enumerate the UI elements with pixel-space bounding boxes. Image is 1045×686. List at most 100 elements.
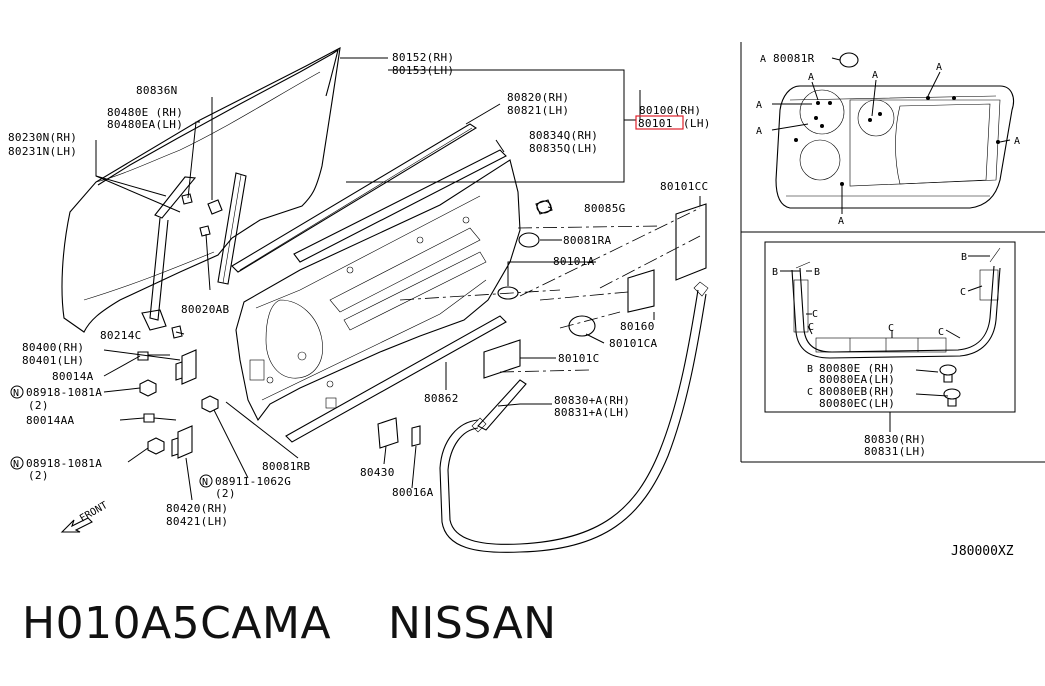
inset-a-marker-1: A (756, 100, 762, 111)
upper-hinge (175, 349, 197, 385)
seal-cap-80101ca (568, 315, 596, 337)
part-number-caption: H010A5CAMA (22, 598, 332, 649)
label-80101-highlighted: 80101 (638, 117, 673, 130)
label-80101c: 80101C (558, 352, 600, 365)
label-80430: 80430 (360, 466, 395, 479)
pad-80160 (627, 269, 655, 313)
clip-80214c (171, 325, 183, 339)
n-symbol-08911: N (199, 474, 213, 488)
inset-b-label-80831: 80831(LH) (864, 445, 926, 458)
bolt-80016a (411, 425, 421, 447)
label-08911: 08911-1062G (215, 475, 291, 488)
door-inner-frame (235, 159, 521, 422)
inset-a-marker-4: A (872, 70, 878, 81)
clip-80480e (181, 193, 193, 205)
lower-sealing-strip (285, 315, 507, 443)
door-outer-panel-fold (83, 71, 321, 301)
inset-b-weatherstrip (791, 265, 1001, 359)
label-08918-upper: 08918-1081A (26, 386, 102, 399)
label-80214c: 80214C (100, 329, 142, 342)
check-link (477, 379, 527, 431)
label-80401: 80401(LH) (22, 354, 84, 367)
label-80480e: 80480E (RH) (107, 106, 183, 119)
inner-moulding (293, 149, 507, 263)
inset-b-marker-b1: B (772, 267, 778, 278)
regulator-bracket (141, 309, 167, 331)
label-08918-lower: 08918-1081A (26, 457, 102, 470)
label-80830a: 80830+A(RH) (554, 394, 630, 407)
nut-08911 (201, 395, 219, 413)
window-frame-trim (97, 48, 339, 186)
clip-80020ab (199, 225, 211, 237)
label-80020ab: 80020AB (181, 303, 230, 316)
label-08918-upper-qty: (2) (28, 399, 49, 412)
label-80836n: 80836N (136, 84, 178, 97)
label-08918-lower-qty: (2) (28, 469, 49, 482)
clip-80836n (207, 199, 223, 215)
brand-caption: NISSAN (388, 598, 557, 649)
label-80085g: 80085G (584, 202, 626, 215)
label-80101-lh: (LH) (683, 117, 711, 130)
label-80081ra: 80081RA (563, 234, 612, 247)
inset-a-marker-3: A (808, 72, 814, 83)
inset-b-panel: B B B C C C C C B 80080E (RH) 80080EA(LH… (764, 241, 1016, 458)
label-80834q: 80834Q(RH) (529, 129, 598, 142)
main-exploded-view: FRONT N N N 80152(RH) 80153(LH) 80836N 8… (8, 47, 711, 553)
svg-text:N: N (13, 388, 19, 399)
inset-b-label-80080eb: 80080EB(RH) (819, 385, 895, 398)
nut-08918-lower (147, 437, 165, 455)
label-08911-qty: (2) (215, 487, 236, 500)
inset-b-label-80830: 80830(RH) (864, 433, 926, 446)
window-channel (149, 176, 197, 321)
inset-b-marker-c5: C (938, 327, 944, 338)
inset-b-marker-c4: C (888, 323, 894, 334)
inset-b-key-80080e: B (807, 364, 813, 375)
label-80421: 80421(LH) (166, 515, 228, 528)
label-80100: 80100(RH) (639, 104, 701, 117)
label-80831a: 80831+A(LH) (554, 406, 630, 419)
label-80230n: 80230N(RH) (8, 131, 77, 144)
highlight-80101 (635, 115, 684, 130)
inset-a-marker-7: A (1014, 136, 1020, 147)
n-symbol-lower: N (10, 456, 24, 470)
pad-80101cc (675, 203, 707, 281)
inset-b-marker-c1: C (960, 287, 966, 298)
outer-moulding (231, 123, 478, 273)
inset-a-marker-5: A (936, 62, 942, 73)
inset-a-marker-6: A (838, 216, 844, 227)
diagram-code: J80000XZ (951, 544, 1014, 559)
label-80016a: 80016A (392, 486, 434, 499)
svg-text:N: N (202, 477, 208, 488)
label-80835q: 80835Q(LH) (529, 142, 598, 155)
label-80400: 80400(RH) (22, 341, 84, 354)
glass-run-channel (217, 172, 247, 285)
inset-b-marker-b3: B (961, 252, 967, 263)
label-80231n: 80231N(LH) (8, 145, 77, 158)
label-80821: 80821(LH) (507, 104, 569, 117)
inset-a-marker-2: A (756, 126, 762, 137)
inset-a-label-80081r: 80081R (773, 52, 815, 65)
bolt-80014aa (143, 413, 177, 423)
label-80101cc: 80101CC (660, 180, 708, 193)
nut-08918-upper (139, 379, 157, 397)
label-80014aa: 80014AA (26, 414, 75, 427)
seal-cap-80081ra (518, 232, 540, 248)
bolt-80014a (137, 351, 170, 361)
inset-a-key-80081r: A (760, 54, 766, 65)
inset-a-panel: A 80081R A A A A A A A (740, 42, 1045, 463)
trim-insulator (483, 339, 521, 379)
door-weatherstrip (439, 289, 707, 553)
callout-leaders (95, 57, 701, 501)
n-symbol-upper: N (10, 385, 24, 399)
label-80101a: 80101A (553, 255, 595, 268)
striker (377, 417, 399, 449)
label-80152: 80152(RH) (392, 51, 454, 64)
inset-b-label-80080ec: 80080EC(LH) (819, 397, 895, 410)
label-80480ea: 80480EA(LH) (107, 118, 183, 131)
front-label: FRONT (78, 500, 110, 525)
inset-b-key-80080eb: C (807, 387, 813, 398)
callout-labels: 80152(RH) 80153(LH) 80836N 80480E (RH) 8… (8, 51, 711, 528)
label-80862: 80862 (424, 392, 459, 405)
label-80153: 80153(LH) (392, 64, 454, 77)
